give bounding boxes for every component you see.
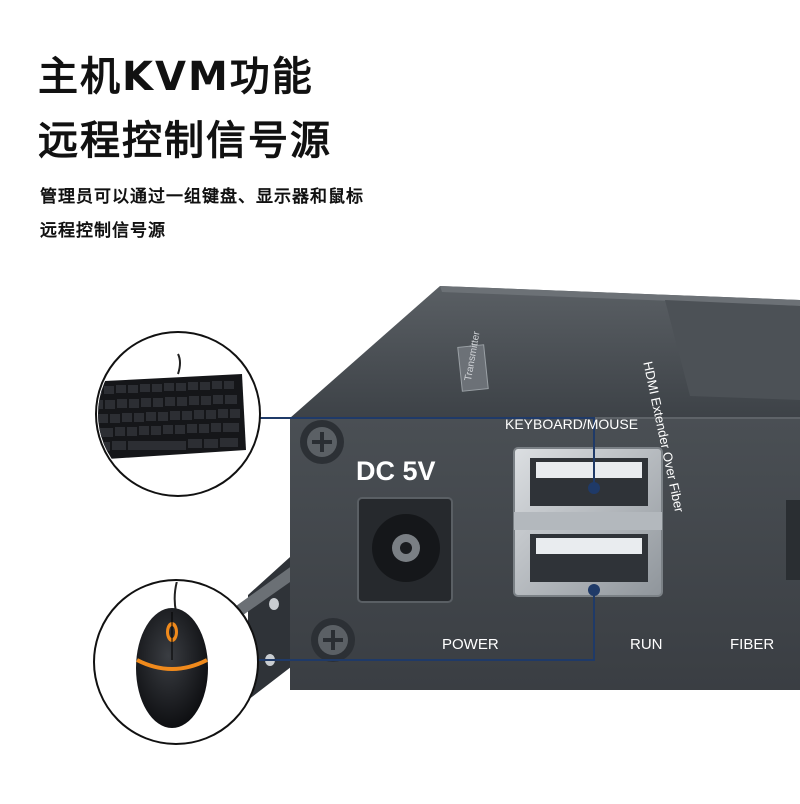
- screw-bottom: [311, 618, 355, 662]
- run-led-label: RUN: [630, 636, 663, 653]
- keyboard-mouse-port-label: KEYBOARD/MOUSE: [505, 416, 639, 432]
- brand-sticker: [457, 344, 489, 392]
- mouse-image: [136, 582, 208, 728]
- dc-input-label: DC 5V: [356, 456, 436, 486]
- callout-lines: [258, 417, 595, 661]
- keyboard-image: [98, 353, 246, 460]
- description-line-2: 远程控制信号源: [40, 221, 166, 241]
- keyboard-callout: [95, 331, 261, 497]
- page-title: 主机KVM功能: [38, 54, 314, 100]
- fiber-led-label: FIBER: [730, 636, 775, 653]
- description-line-1: 管理员可以通过一组键盘、显示器和鼠标: [40, 187, 364, 207]
- callout-dot-keyboard: [588, 482, 600, 494]
- usb-dual-port: [513, 447, 663, 597]
- callout-dot-mouse: [588, 584, 600, 596]
- screw-top: [300, 420, 344, 464]
- page-subtitle: 远程控制信号源: [38, 118, 332, 164]
- power-led-label: POWER: [442, 636, 499, 653]
- dc-power-jack: [357, 497, 453, 603]
- mouse-callout: [93, 579, 259, 745]
